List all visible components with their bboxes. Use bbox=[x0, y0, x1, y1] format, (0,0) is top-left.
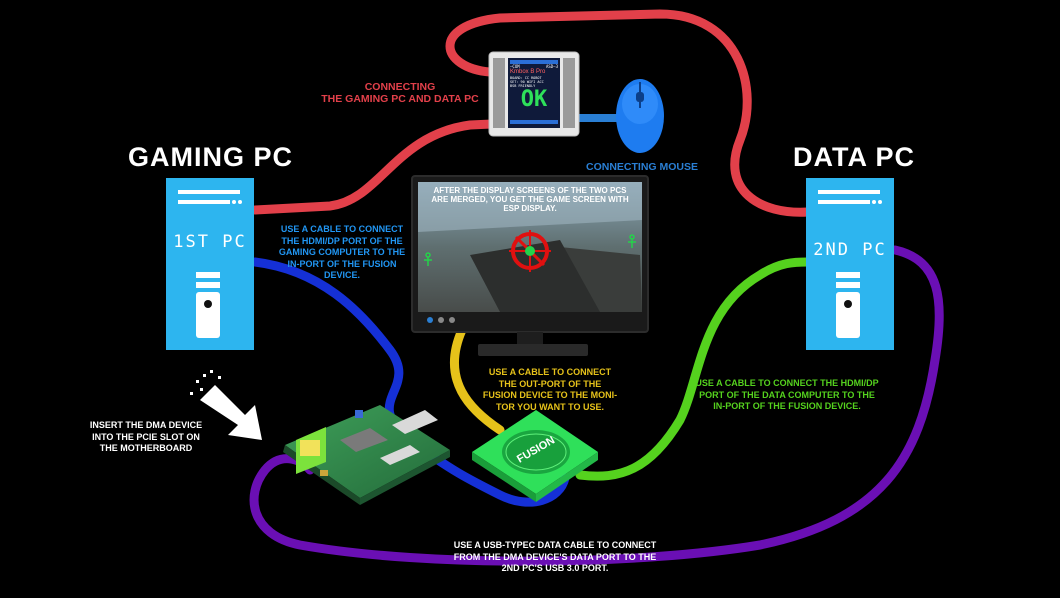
purple-cable bbox=[249, 245, 944, 566]
kmbox-screen-model: Kmbox B Pro bbox=[510, 69, 546, 75]
crosshair-icon bbox=[509, 230, 551, 272]
dma-label: INSERT THE DMA DEVICE INTO THE PCIE SLOT… bbox=[89, 420, 203, 453]
connecting-pcs-label: CONNECTING THE GAMING PC AND DATA PC bbox=[321, 81, 479, 105]
esp-stick-figure-left-icon bbox=[424, 252, 432, 266]
monitor-caption: AFTER THE DISPLAY SCREENS OF THE TWO PCS… bbox=[431, 186, 629, 213]
out-port-label: USE A CABLE TO CONNECT THE OUT-PORT OF T… bbox=[482, 367, 618, 412]
yellow-cable bbox=[449, 325, 505, 435]
usb-label: USE A USB-TYPEC DATA CABLE TO CONNECT FR… bbox=[453, 540, 657, 573]
gaming-pc-title: GAMING PC bbox=[128, 142, 294, 172]
esp-stick-figure-right-icon bbox=[628, 234, 636, 248]
gaming-pc-tower bbox=[166, 178, 254, 350]
red-cable-top bbox=[445, 9, 813, 217]
green-cable bbox=[575, 257, 813, 481]
fusion-device bbox=[472, 410, 598, 502]
kmbox-screen-top-right: ASD—3 bbox=[545, 64, 558, 69]
kmbox-screen: —COM ASD—3 Kmbox B Pro BOARD: CC ROBOT S… bbox=[510, 64, 558, 120]
kmbox-screen-top-left: —COM bbox=[510, 64, 520, 69]
motherboard-icon bbox=[283, 405, 450, 505]
hdmi-data-label: USE A CABLE TO CONNECT THE HDMI/DP PORT … bbox=[695, 378, 879, 411]
kmbox-device bbox=[488, 51, 580, 137]
mouse-icon bbox=[616, 79, 664, 153]
kmbox-screen-top: —COM ASD—3 bbox=[510, 64, 558, 69]
red-cable-gaming bbox=[250, 119, 497, 215]
kmbox-screen-line2: SET: 90 WIFI ACC bbox=[510, 80, 544, 84]
second-pc-label: 2ND PC bbox=[813, 240, 887, 260]
first-pc-label: 1ST PC bbox=[173, 232, 247, 252]
kmbox-screen-line1: BOARD: CC ROBOT bbox=[510, 76, 542, 80]
data-pc-tower bbox=[806, 178, 894, 350]
connecting-mouse-label: CONNECTING MOUSE bbox=[585, 161, 698, 173]
data-pc-title: DATA PC bbox=[793, 142, 915, 172]
hdmi-gaming-label: USE A CABLE TO CONNECT THE HDMI/DP PORT … bbox=[278, 224, 406, 280]
kmbox-screen-line3: BSB FRIENDLY bbox=[510, 84, 536, 88]
kmbox-screen-status: OK bbox=[520, 87, 548, 112]
insert-arrow-icon bbox=[190, 370, 262, 440]
